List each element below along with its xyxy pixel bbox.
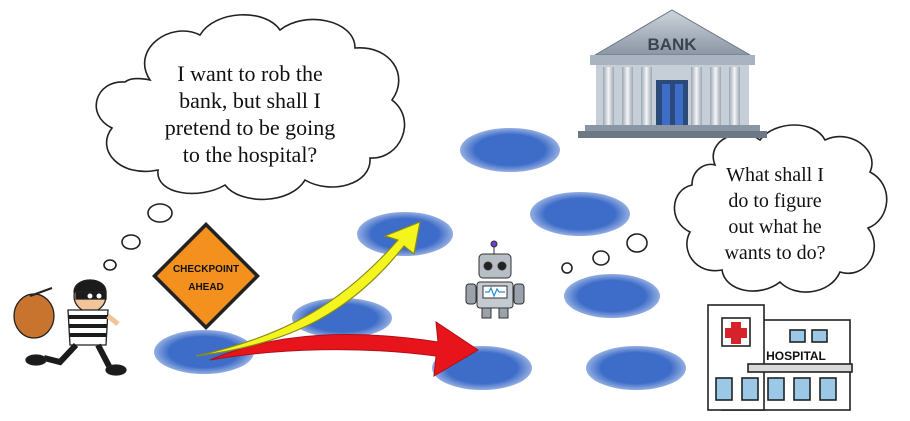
spot-start (154, 330, 254, 374)
checkpoint-sign-icon (152, 222, 260, 330)
robot-thought-cloud (561, 124, 888, 293)
sign-line1: CHECKPOINT (173, 264, 239, 275)
spot-bottom-right (586, 346, 686, 390)
thief-thought-text: I want to rob the bank, but shall I pret… (164, 61, 336, 167)
spot-top (460, 128, 560, 172)
hospital-icon (707, 304, 853, 411)
spot-center (292, 298, 392, 338)
spot-right (564, 274, 660, 318)
sign-line2: AHEAD (188, 282, 224, 293)
thief-icon (13, 279, 127, 376)
yellow-arrow (195, 221, 421, 357)
bank-icon (578, 9, 767, 138)
spot-mid-right (530, 192, 630, 236)
hospital-label: HOSPITAL (766, 349, 826, 363)
red-arrow (209, 320, 479, 377)
robot-thought-text: What shall I do to figure out what he wa… (724, 164, 826, 264)
thief-thought-cloud (95, 13, 406, 271)
location-spots (154, 128, 686, 390)
robot-icon (465, 240, 525, 319)
bank-label: BANK (647, 35, 697, 54)
